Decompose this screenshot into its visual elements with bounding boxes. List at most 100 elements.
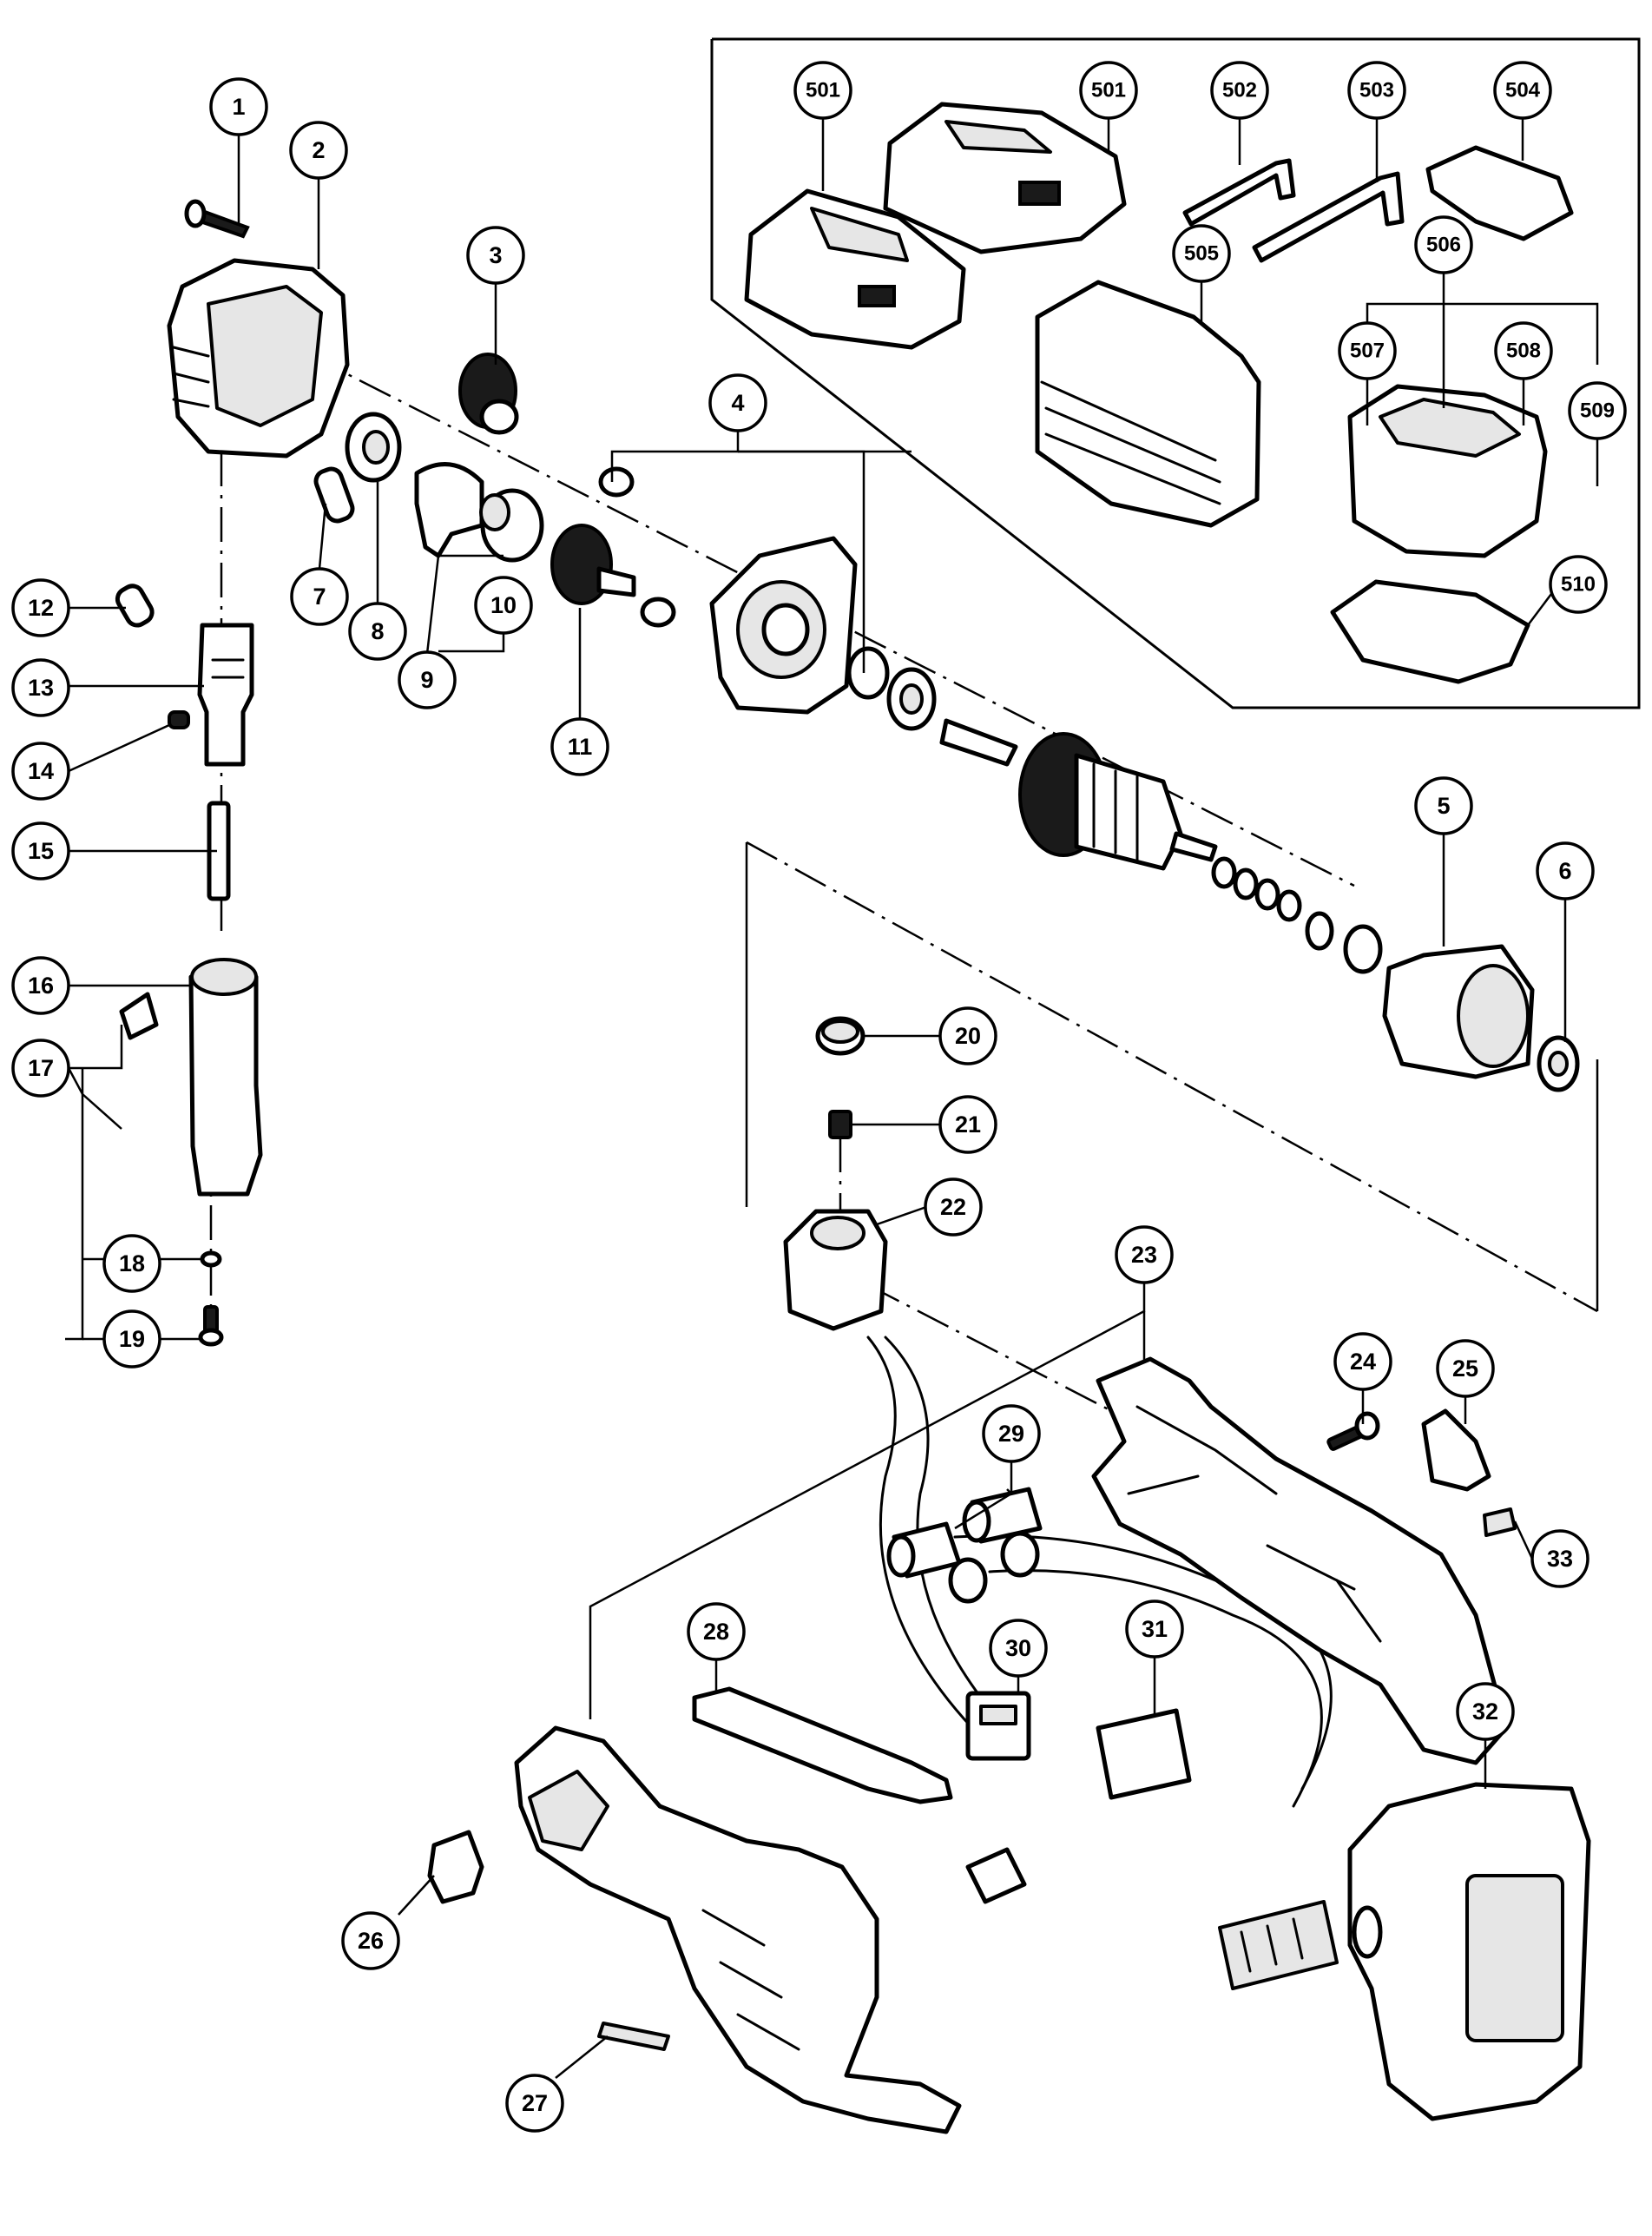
callout-505: 505	[1172, 224, 1231, 283]
svg-text:510: 510	[1561, 573, 1596, 597]
part-ferrite-ring-a	[948, 1557, 988, 1604]
part-20-cap	[815, 1016, 865, 1056]
svg-text:28: 28	[703, 1619, 729, 1645]
svg-text:13: 13	[28, 675, 54, 701]
callout-507: 507	[1338, 321, 1397, 380]
callout-2: 2	[289, 121, 348, 180]
svg-text:18: 18	[119, 1250, 145, 1276]
callout-10: 10	[474, 576, 533, 635]
callout-26: 26	[341, 1911, 400, 1970]
callout-506: 506	[1414, 215, 1473, 274]
part-31-controller	[965, 1708, 1339, 1990]
svg-text:509: 509	[1580, 399, 1615, 423]
part-21-brush	[828, 1110, 852, 1139]
leader-lines	[65, 114, 1599, 2079]
part-small-bushing-a	[598, 466, 635, 498]
svg-text:15: 15	[28, 838, 54, 864]
svg-text:504: 504	[1505, 79, 1541, 102]
part-33-small-plate	[1483, 1507, 1517, 1537]
svg-text:503: 503	[1359, 79, 1394, 102]
part-7-pin	[313, 466, 355, 524]
part-503-hex-key	[1252, 171, 1405, 263]
part-501-charger-a	[744, 188, 966, 350]
svg-text:2: 2	[312, 137, 325, 163]
part-12-pin	[115, 584, 155, 628]
part-24-screw	[1326, 1411, 1380, 1451]
svg-text:19: 19	[119, 1326, 145, 1352]
svg-text:501: 501	[1091, 79, 1126, 102]
part-17-blade	[119, 992, 159, 1040]
svg-text:25: 25	[1452, 1355, 1478, 1382]
svg-text:6: 6	[1558, 858, 1571, 884]
callout-18: 18	[102, 1234, 161, 1293]
part-bearing-front	[886, 667, 937, 731]
svg-text:21: 21	[955, 1111, 981, 1138]
callout-502: 502	[1210, 61, 1269, 120]
svg-text:14: 14	[28, 758, 54, 784]
part-26-cover	[427, 1830, 484, 1904]
part-505-case	[1035, 280, 1261, 528]
svg-text:508: 508	[1506, 340, 1541, 363]
callout-501-a: 501	[793, 61, 852, 120]
part-snap-ring	[846, 646, 890, 700]
part-4-bracket	[709, 536, 858, 715]
part-28-plate	[692, 1686, 953, 1804]
svg-text:3: 3	[489, 242, 502, 268]
callout-510: 510	[1549, 555, 1608, 614]
part-510-insert	[1330, 579, 1530, 684]
part-11-gear	[550, 524, 636, 605]
part-left-housing	[514, 1725, 962, 2134]
part-10-bushing	[479, 488, 544, 563]
svg-text:1: 1	[232, 94, 245, 120]
svg-text:502: 502	[1222, 79, 1257, 102]
svg-text:33: 33	[1547, 1546, 1573, 1572]
svg-text:507: 507	[1350, 340, 1385, 363]
part-14-set-screw	[168, 710, 190, 729]
callout-28: 28	[687, 1602, 746, 1661]
part-5-stator	[1382, 944, 1535, 1079]
callout-24: 24	[1333, 1332, 1392, 1391]
part-16-die-holder	[188, 958, 263, 1197]
part-8-bearing	[345, 412, 402, 483]
part-6-bearing	[1537, 1035, 1580, 1092]
callout-12: 12	[11, 578, 70, 637]
callout-17: 17	[11, 1039, 70, 1098]
svg-text:506: 506	[1426, 234, 1461, 257]
part-30-switch	[965, 1691, 1031, 1761]
part-armature	[939, 718, 1218, 871]
part-32-battery	[1347, 1782, 1591, 2121]
svg-text:20: 20	[955, 1023, 981, 1049]
callout-8: 8	[348, 602, 407, 661]
svg-text:24: 24	[1350, 1349, 1376, 1375]
part-23-housing-right	[1091, 1356, 1509, 1765]
svg-text:27: 27	[522, 2090, 548, 2116]
svg-text:30: 30	[1005, 1635, 1031, 1661]
callout-5: 5	[1414, 776, 1473, 835]
svg-text:26: 26	[358, 1928, 384, 1954]
svg-text:4: 4	[731, 390, 744, 416]
svg-text:501: 501	[806, 79, 840, 102]
part-27-label	[597, 2022, 670, 2051]
callout-31: 31	[1125, 1599, 1184, 1659]
part-18-washer	[200, 1250, 222, 1268]
part-25-plate	[1421, 1408, 1491, 1492]
callout-27: 27	[505, 2074, 564, 2133]
callout-19: 19	[102, 1309, 161, 1369]
svg-text:9: 9	[420, 667, 433, 693]
callout-32: 32	[1456, 1682, 1515, 1741]
svg-text:7: 7	[313, 584, 326, 610]
callout-30: 30	[989, 1619, 1048, 1678]
part-22-brush-holder	[783, 1209, 888, 1331]
callout-29: 29	[982, 1404, 1041, 1463]
part-small-bushing-b	[640, 597, 676, 628]
callout-25: 25	[1436, 1339, 1495, 1398]
callout-20: 20	[938, 1006, 997, 1065]
callout-15: 15	[11, 821, 70, 881]
callout-9: 9	[398, 650, 457, 709]
part-501-charger-b	[883, 102, 1127, 254]
callout-503: 503	[1347, 61, 1406, 120]
callout-6: 6	[1536, 841, 1595, 900]
callout-13: 13	[11, 658, 70, 717]
callout-504: 504	[1493, 61, 1552, 120]
